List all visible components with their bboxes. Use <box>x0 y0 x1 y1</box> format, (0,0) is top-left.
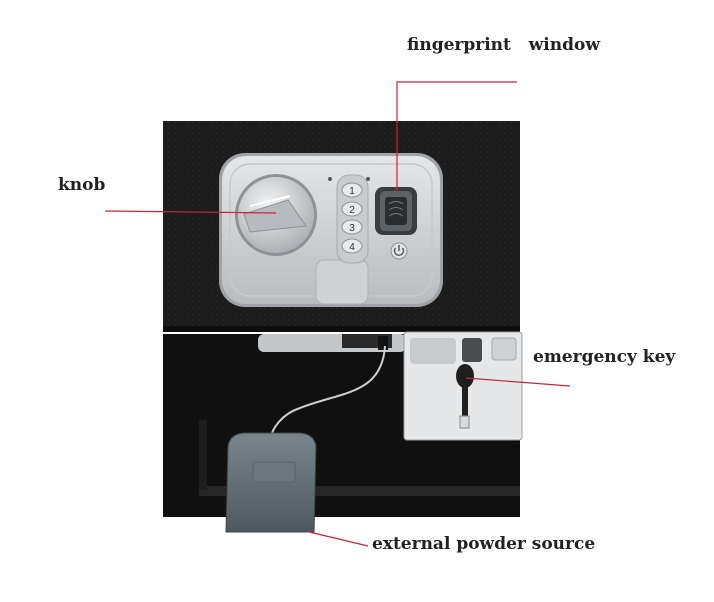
knob-leader <box>104 210 277 214</box>
external-power-source-label: external powder source <box>372 534 596 554</box>
power-cable <box>269 345 386 441</box>
leader-lines <box>104 81 571 547</box>
keypad-button-3[interactable]: 3 <box>341 219 363 235</box>
fingerprint-sensor[interactable] <box>375 187 417 235</box>
fingerprint-leader <box>396 81 517 192</box>
emergency-leader <box>465 377 571 387</box>
external-power-box <box>225 432 317 533</box>
knob-label: knob <box>58 175 106 195</box>
svg-text:4: 4 <box>349 242 355 253</box>
keypad-button-4[interactable]: 4 <box>341 238 363 254</box>
power-icon[interactable] <box>390 242 408 260</box>
svg-text:3: 3 <box>349 223 355 234</box>
key-icon[interactable] <box>456 364 474 429</box>
emergency-key-label: emergency key <box>533 347 676 367</box>
svg-text:1: 1 <box>349 186 355 197</box>
knob <box>235 174 317 256</box>
fingerprint-window-label: fingerprint window <box>407 35 600 55</box>
keypad-button-2[interactable]: 2 <box>341 201 363 217</box>
power-leader <box>304 530 369 547</box>
keypad-button-1[interactable]: 1 <box>341 182 363 198</box>
svg-text:2: 2 <box>349 205 355 216</box>
